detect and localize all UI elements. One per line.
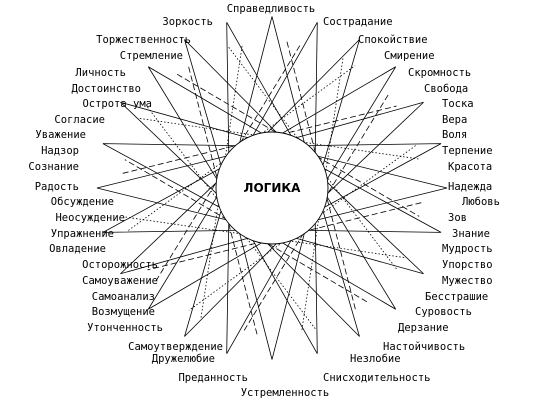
star-ray <box>281 66 397 180</box>
star-ray <box>147 66 263 180</box>
word-label: Самоутверждение <box>128 341 223 353</box>
word-label: Зов <box>448 212 467 224</box>
chord-line <box>228 47 398 270</box>
star-ray <box>120 182 249 275</box>
star-ray <box>226 222 292 354</box>
word-label: Уважение <box>35 129 86 141</box>
word-label: Утонченность <box>87 322 163 334</box>
center-circle <box>215 131 329 245</box>
star-ray <box>239 16 305 144</box>
star-ray <box>147 196 263 310</box>
word-label: Преданность <box>178 372 248 384</box>
word-label: Настойчивость <box>383 341 465 353</box>
word-label: Вера <box>442 114 467 126</box>
word-label: Обсуждение <box>51 196 114 208</box>
word-label: Скромность <box>408 67 471 79</box>
word-label: Стремление <box>120 50 183 62</box>
word-label: Осторожность <box>82 259 158 271</box>
word-label: Любовь <box>462 196 500 208</box>
word-label: Возмущение <box>92 306 155 318</box>
word-label: Бесстрашие <box>425 291 488 303</box>
chord-line <box>200 43 243 318</box>
star-ray <box>102 168 237 233</box>
word-label: Личность <box>75 67 126 79</box>
star-ray <box>307 143 442 208</box>
word-label: Согласие <box>54 114 105 126</box>
word-label: Знание <box>452 228 490 240</box>
word-label: Снисходительность <box>323 372 430 384</box>
word-label: Сострадание <box>323 16 393 28</box>
word-label: Торжественность <box>96 34 191 46</box>
star-ray <box>184 39 278 166</box>
word-label: Овладение <box>49 243 106 255</box>
chord-line <box>301 58 344 333</box>
star-ray <box>120 101 249 194</box>
word-label: Зоркость <box>162 16 213 28</box>
word-label: Острота ума <box>82 98 152 110</box>
word-label: Терпение <box>442 145 493 157</box>
word-label: Самоанализ <box>92 291 155 303</box>
word-label: Тоска <box>442 98 474 110</box>
word-label: Незлобие <box>350 353 401 365</box>
star-ray <box>295 101 424 194</box>
word-label: Неосуждение <box>55 212 125 224</box>
word-label: Радость <box>35 181 79 193</box>
star-ray <box>266 210 360 337</box>
word-label: Воля <box>442 129 467 141</box>
word-label: Достоинство <box>71 83 141 95</box>
word-label: Упражнение <box>51 228 114 240</box>
word-label: Мудрость <box>442 243 493 255</box>
center-label: ЛОГИКА <box>244 181 302 195</box>
star-ray <box>252 222 318 354</box>
word-label: Устремленность <box>241 387 330 399</box>
star-ray <box>184 210 278 337</box>
word-labels: СправедливостьСостраданиеСпокойствиеСмир… <box>28 3 500 399</box>
word-label: Спокойствие <box>358 34 428 46</box>
word-label: Надежда <box>448 181 492 193</box>
star-ray <box>252 22 318 154</box>
word-label: Красота <box>448 161 492 173</box>
star-ray <box>317 155 448 221</box>
word-label: Суровость <box>415 306 472 318</box>
chord-line <box>146 106 316 329</box>
star-ray <box>266 39 360 166</box>
word-label: Самоуважение <box>82 275 158 287</box>
star-ray <box>96 155 227 221</box>
word-label: Дружелюбие <box>152 353 215 365</box>
star-ray <box>102 143 237 208</box>
word-label: Мужество <box>442 275 493 287</box>
star-ray <box>239 232 305 360</box>
word-label: Смирение <box>384 50 435 62</box>
word-label: Свобода <box>424 83 468 95</box>
star-ray <box>307 168 442 233</box>
word-label: Справедливость <box>227 3 316 15</box>
star-ray <box>295 182 424 275</box>
word-label: Надзор <box>41 145 79 157</box>
star-ray <box>281 196 397 310</box>
star-ray <box>226 22 292 154</box>
word-label: Упорство <box>442 259 493 271</box>
word-label: Дерзание <box>398 322 449 334</box>
word-label: Сознание <box>28 161 79 173</box>
